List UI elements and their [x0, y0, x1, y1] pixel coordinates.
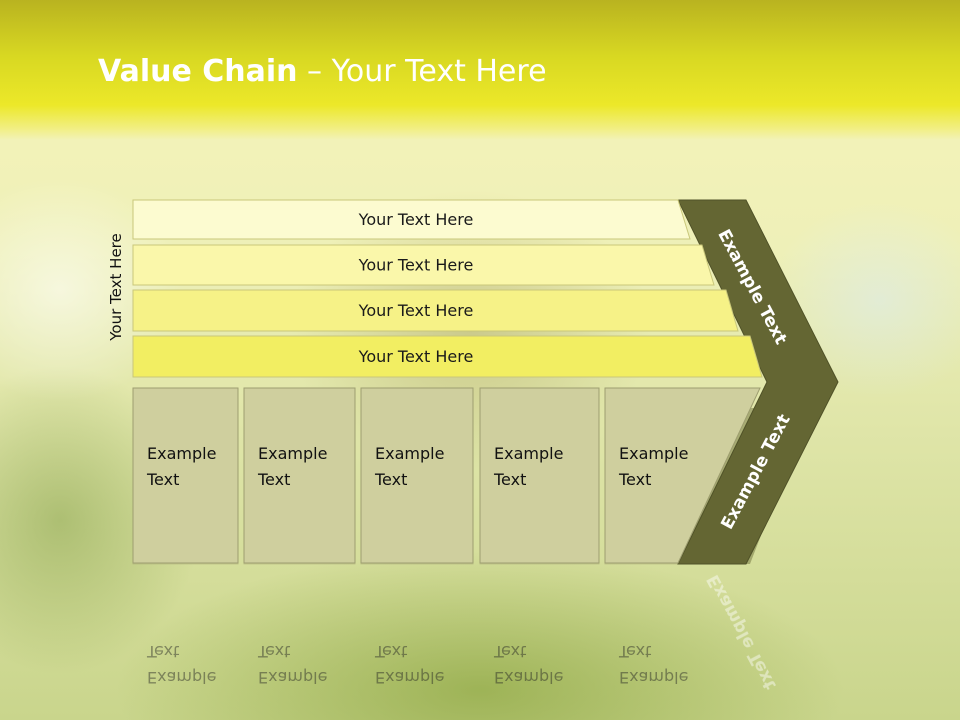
title-rest: – Your Text Here — [297, 54, 547, 89]
value-bar — [132, 199, 691, 240]
activity-box — [479, 387, 600, 564]
header-band — [0, 0, 960, 140]
value-bar-label: Your Text Here — [358, 256, 474, 275]
activity-box-line2: Text — [374, 470, 407, 489]
activity-box-line1: Example — [258, 444, 327, 463]
activity-box — [360, 387, 474, 564]
slide-title: Value Chain – Your Text Here — [98, 54, 547, 89]
title-bold: Value Chain — [98, 54, 298, 89]
activity-box-line1: Example — [375, 444, 444, 463]
reflection-text: Text — [374, 642, 407, 661]
activity-box-line1: Example — [494, 444, 563, 463]
activity-box-line1: Example — [619, 444, 688, 463]
reflection-text: Text — [257, 642, 290, 661]
reflection-text: Example — [494, 668, 563, 687]
activity-box-line2: Text — [146, 470, 179, 489]
value-bar-label: Your Text Here — [358, 347, 474, 366]
reflection-text: Example — [619, 668, 688, 687]
value-bar — [132, 244, 715, 286]
reflection-text: Text — [493, 642, 526, 661]
reflection-text: Example — [147, 668, 216, 687]
reflection-text: Example — [258, 668, 327, 687]
reflection-text: Text — [146, 642, 179, 661]
value-bar — [132, 289, 739, 332]
value-bar — [132, 335, 763, 378]
value-bar-label: Your Text Here — [358, 301, 474, 320]
activity-box-line2: Text — [493, 470, 526, 489]
value-bar-label: Your Text Here — [358, 210, 474, 229]
activity-box-line1: Example — [147, 444, 216, 463]
reflection-text: Text — [618, 642, 651, 661]
activity-box — [604, 387, 761, 564]
activity-box-line2: Text — [618, 470, 651, 489]
reflection-text: Example Text — [703, 571, 780, 693]
reflection-text: Example — [375, 668, 444, 687]
activity-box — [132, 387, 239, 564]
activity-box — [243, 387, 356, 564]
activity-box-line2: Text — [257, 470, 290, 489]
chevron-arrow — [677, 199, 839, 565]
